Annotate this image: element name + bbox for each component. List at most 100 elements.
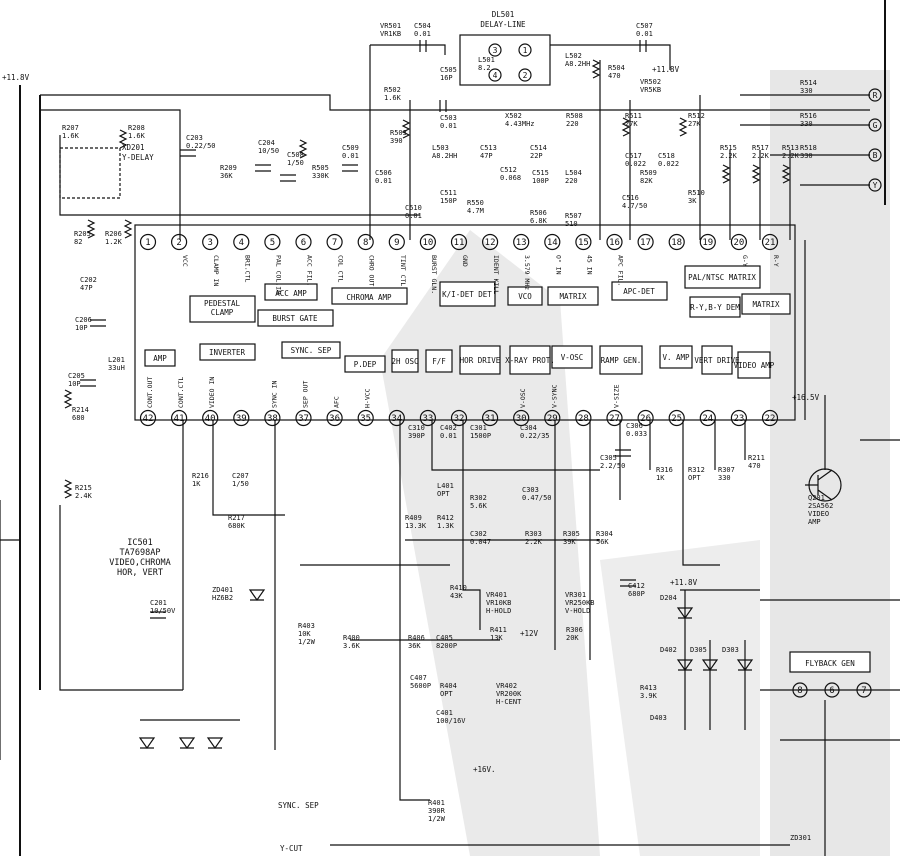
ic-pin-33 (419, 409, 436, 427)
pin-function-label: COL CTL (337, 255, 345, 282)
ic-pin-number: 28 (578, 414, 589, 424)
ic-pin-number: 27 (609, 414, 620, 424)
block-matrix-2 (741, 293, 791, 315)
ic-pin-number: 9 (394, 238, 399, 248)
ic-pin-number: 15 (578, 238, 589, 248)
ic-pin-23 (730, 409, 748, 427)
ic-pin-number: 8 (363, 238, 368, 248)
pin-function-label: GND (461, 255, 469, 267)
label-flyback: FLYBACK GEN (805, 659, 855, 668)
pin-function-label: BRI.CTL (243, 255, 251, 282)
block-ff (425, 349, 453, 373)
resistor-group-top (63, 59, 791, 499)
connector-pin-R (868, 88, 882, 102)
label-ff: F/F (432, 357, 446, 366)
ic-pin-21 (761, 233, 779, 251)
flyback-pin-6 (824, 682, 840, 698)
flyback-pin-number: 7 (861, 686, 866, 696)
block-kdet (439, 281, 496, 307)
dl-ref: DL501 (492, 10, 515, 19)
ic-pin-number: 25 (671, 414, 682, 424)
ic-pin-number: 12 (485, 238, 496, 248)
ic-pin-37 (295, 409, 312, 427)
pin-function-label: V-SIZE (613, 384, 621, 408)
block-ry-by-dem (689, 296, 741, 318)
label-chroma: CHROMA AMP (346, 293, 392, 302)
ic-pin-15 (575, 233, 592, 251)
component-d204: D204 (660, 594, 677, 602)
module-labels: DL501 DELAY-LINE XD201 Y-DELAY (122, 10, 526, 162)
ic-pin-number: 7 (332, 238, 337, 248)
pin-function-label: VIDEO IN (208, 377, 216, 408)
ic-pin-number: 20 (733, 238, 744, 248)
ic-pin-number: 32 (454, 414, 465, 424)
ic-pin-number: 41 (174, 414, 185, 424)
ic-pin-17 (637, 233, 654, 251)
ic-pin-20 (730, 233, 748, 251)
y-delay-box (59, 147, 121, 199)
pin-function-label: ACC FIL. (306, 255, 314, 286)
label-kdet: K/I-DET DET (442, 290, 492, 299)
ic-pin-19 (699, 233, 716, 251)
pin-function-label: R-Y (772, 255, 780, 267)
ic-pin-42 (139, 409, 157, 427)
pin-function-label: VCC (181, 255, 189, 267)
ic-label: IC501 TA7698AP VIDEO,CHROMA HOR, VERT (109, 538, 170, 578)
component-d402: D402 (660, 646, 677, 654)
footer-ycut: Y-CUT (280, 844, 303, 853)
flyback-pin-number: 6 (829, 686, 834, 696)
ic-pin-28 (575, 409, 592, 427)
pin-function-label: H-VCC (364, 388, 372, 408)
lower-wiring (59, 395, 900, 856)
ic-pin-number: 24 (702, 414, 713, 424)
ic-pin-39 (233, 409, 250, 427)
ic-pin-number: 2 (176, 238, 181, 248)
pin-function-label: CHRO OUT (368, 255, 376, 286)
supply-mid: +11.8V (652, 65, 680, 74)
block-vco (507, 286, 543, 306)
ic-desc2: HOR, VERT (117, 568, 163, 578)
ic-blocks (144, 265, 791, 379)
ic-pin-number: 3 (207, 238, 212, 248)
ic-pin-number: 29 (547, 414, 558, 424)
flyback-pin-8 (792, 682, 808, 698)
ic-pin-number: 39 (236, 414, 247, 424)
label-vdrive: VERT DRIVE (694, 356, 740, 365)
ic-pin-number: 36 (329, 414, 340, 424)
connector-label: B (873, 151, 878, 160)
ic-pin-number: 18 (671, 238, 682, 248)
ic-pin-2 (171, 233, 188, 251)
block-inverter (199, 343, 256, 361)
ic-pin-32 (450, 409, 468, 427)
vcc-bus (40, 109, 181, 240)
